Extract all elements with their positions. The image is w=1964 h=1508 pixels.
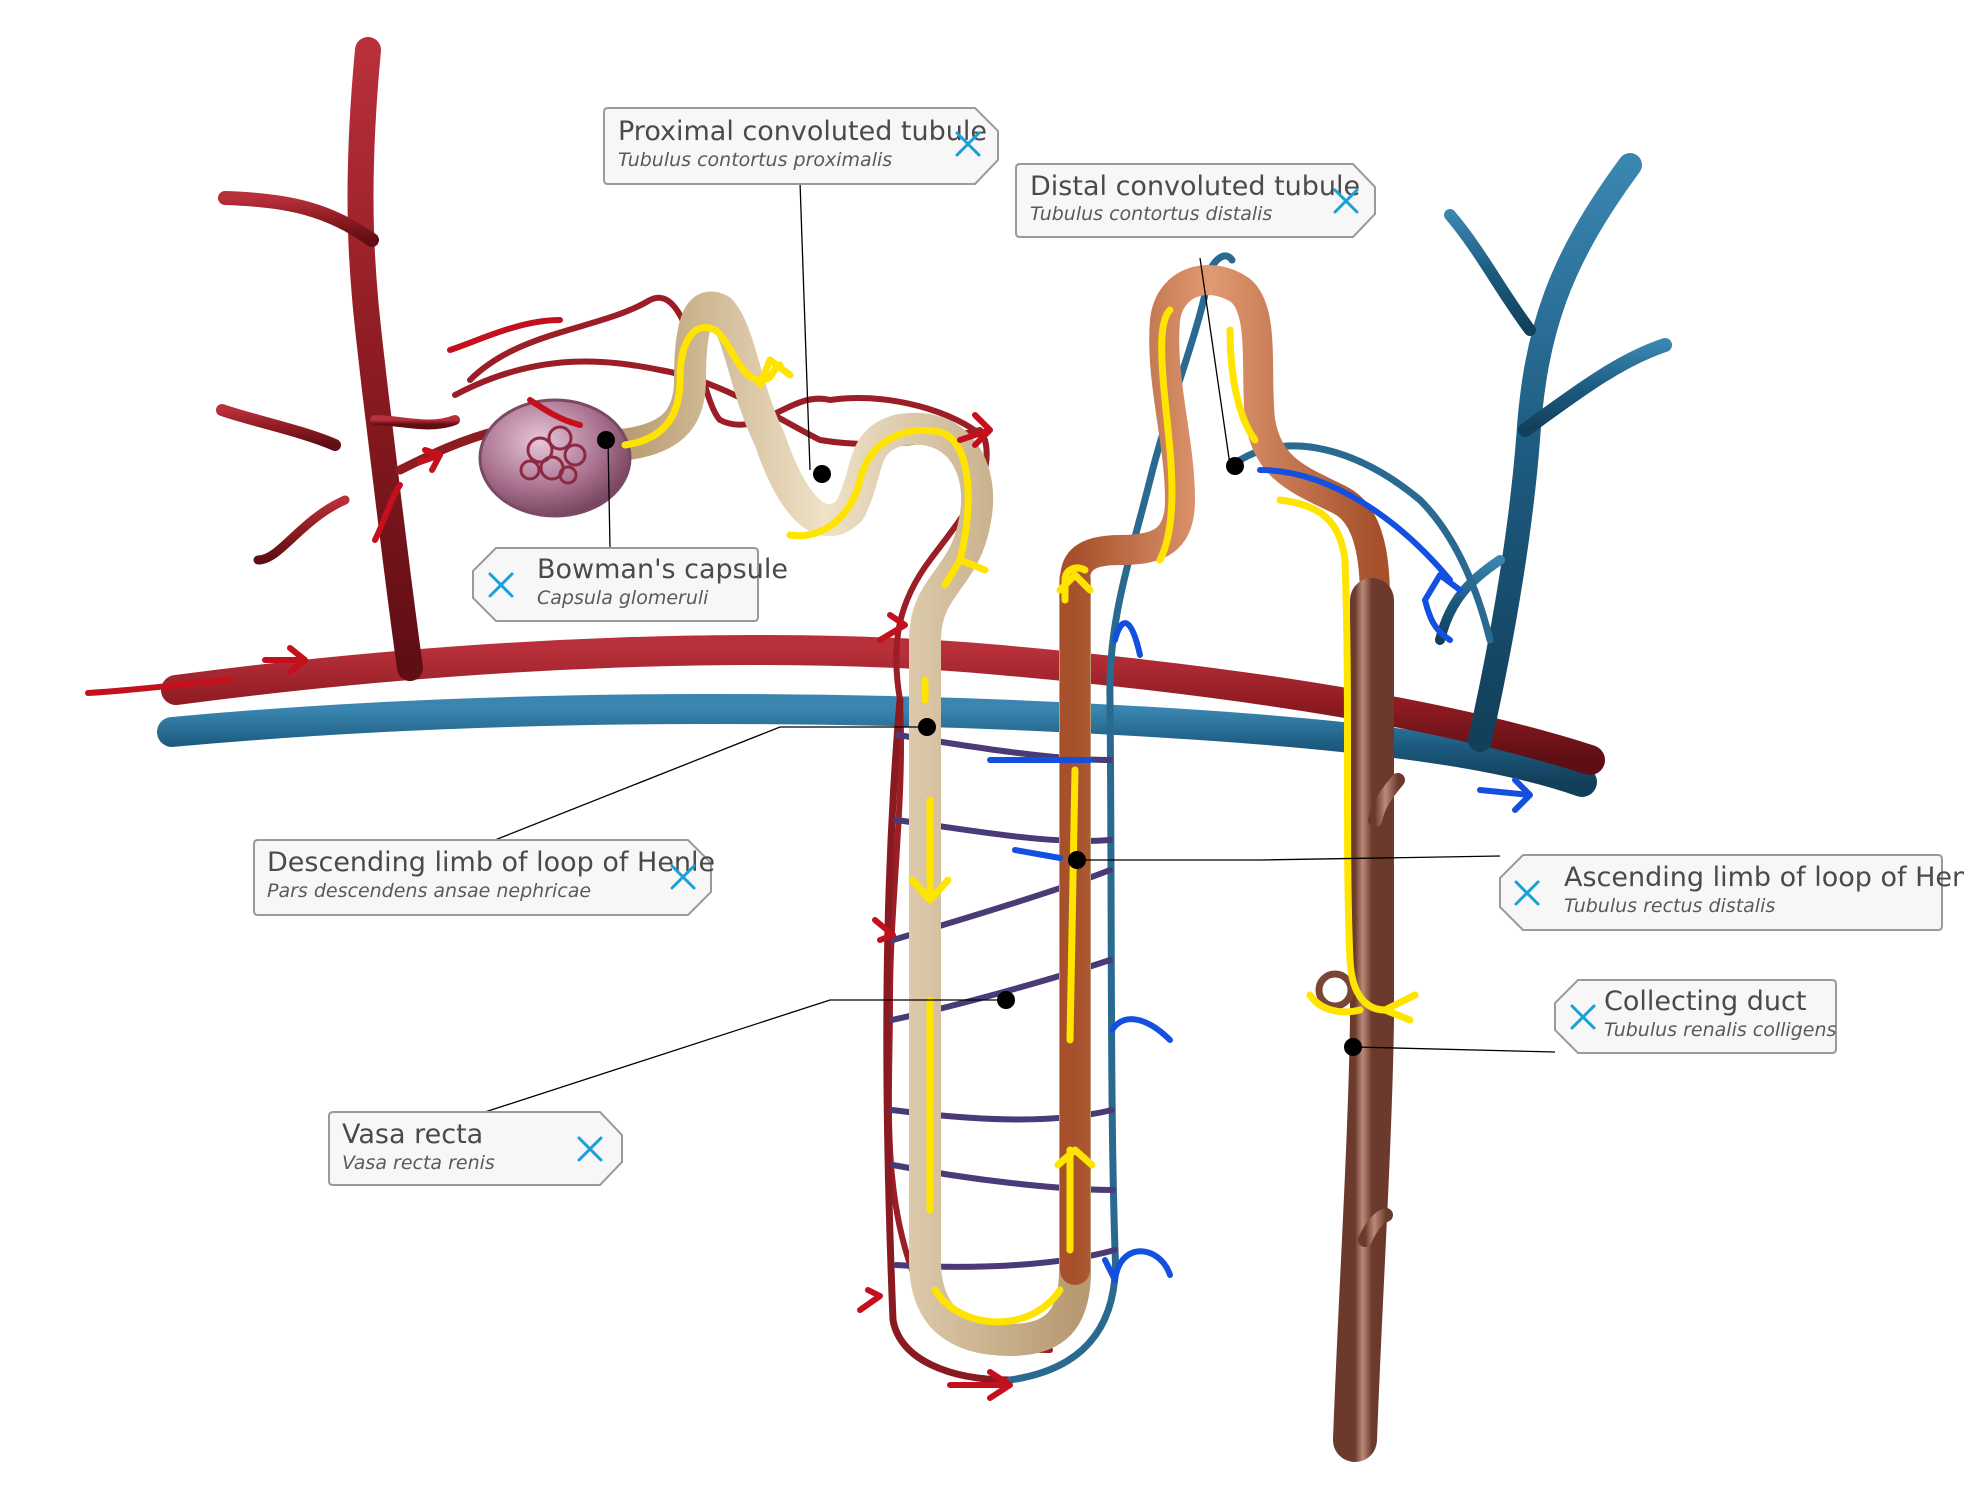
label-title: Distal convoluted tubule [1030,171,1360,202]
label-latin: Tubulus renalis colligens [1604,1019,1836,1041]
label-bowmans-capsule: Bowman's capsule Capsula glomeruli [472,547,788,622]
collecting-duct [1333,578,1394,1462]
nephron [478,265,1405,1462]
label-pins [597,431,1362,1056]
close-icon[interactable] [488,572,514,598]
label-descending-limb: Descending limb of loop of Henle Pars de… [253,839,715,916]
interlobular-vein [1435,153,1672,752]
label-latin: Capsula glomeruli [537,587,709,609]
label-title: Bowman's capsule [537,554,788,585]
collecting-duct-branch-ring [1315,970,1355,1010]
vein-trunk [157,693,1597,797]
vasa-recta-descending [883,696,1014,1384]
collecting-duct-branches [1358,773,1405,1247]
label-proximal-convoluted-tubule: Proximal convoluted tubule Tubulus conto… [603,107,999,185]
label-latin: Tubulus rectus distalis [1564,895,1775,917]
interlobular-artery [216,37,460,681]
close-icon[interactable] [1570,1004,1596,1030]
label-title: Collecting duct [1604,986,1806,1017]
ascending-limb [1060,265,1390,1285]
close-icon[interactable] [1333,188,1359,214]
glomerulus [519,425,587,485]
venous-flow-arrows [987,467,1533,1283]
proximal-tubule [604,291,1091,1356]
label-latin: Tubulus contortus distalis [1030,203,1272,225]
label-title: Vasa recta [342,1119,483,1150]
label-collecting-duct: Collecting duct Tubulus renalis colligen… [1554,979,1837,1054]
arterial-flow-arrows [85,317,1013,1401]
close-icon[interactable] [577,1136,603,1162]
label-latin: Tubulus contortus proximalis [618,149,892,171]
close-icon[interactable] [670,864,696,890]
label-title: Descending limb of loop of Henle [267,847,715,878]
filtrate-flow-arrows [621,306,1419,1326]
leader-lines [484,181,1556,1113]
label-distal-convoluted-tubule: Distal convoluted tubule Tubulus contort… [1015,163,1376,238]
artery-trunk [161,635,1605,775]
close-icon[interactable] [1514,880,1540,906]
label-title: Ascending limb of loop of Henle [1564,862,1964,893]
label-vasa-recta: Vasa recta Vasa recta renis [328,1111,623,1186]
label-title: Proximal convoluted tubule [618,116,987,147]
close-icon[interactable] [955,131,981,157]
label-ascending-limb: Ascending limb of loop of Henle Tubulus … [1499,854,1964,931]
label-latin: Pars descendens ansae nephricae [267,880,591,902]
label-latin: Vasa recta renis [342,1152,495,1174]
